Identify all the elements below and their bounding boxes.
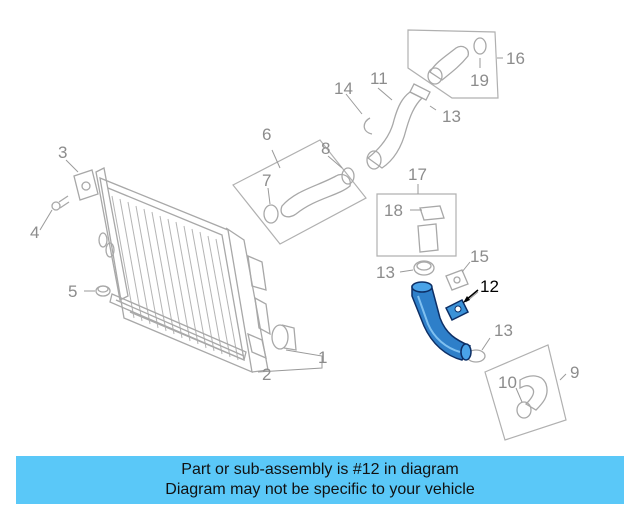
clamp-13-mid bbox=[413, 260, 435, 276]
callout-7: 7 bbox=[262, 171, 271, 190]
hose-kit-9 bbox=[484, 344, 567, 441]
callout-labels: 1 2 3 4 5 6 7 8 9 10 11 12 13 13 13 14 1… bbox=[30, 49, 579, 392]
callout-8: 8 bbox=[321, 139, 330, 158]
kit-17 bbox=[376, 193, 457, 257]
callout-10: 10 bbox=[498, 373, 517, 392]
callout-6: 6 bbox=[262, 125, 271, 144]
callout-14: 14 bbox=[334, 79, 353, 98]
hose-12-highlight bbox=[411, 281, 472, 361]
hose-kit-6 bbox=[232, 139, 367, 245]
callout-11: 11 bbox=[370, 69, 388, 88]
callout-4: 4 bbox=[30, 223, 39, 242]
callout-13-lower: 13 bbox=[494, 321, 513, 340]
callout-1: 1 bbox=[318, 348, 327, 367]
hose-kit-16 bbox=[407, 29, 499, 99]
callout-3: 3 bbox=[58, 143, 67, 162]
info-banner: Part or sub-assembly is #12 in diagram D… bbox=[16, 456, 624, 504]
callout-19: 19 bbox=[470, 71, 489, 90]
callout-17: 17 bbox=[408, 165, 427, 184]
banner-line-disclaimer: Diagram may not be specific to your vehi… bbox=[165, 481, 475, 498]
grommet-5 bbox=[95, 285, 111, 297]
sensor-15 bbox=[445, 269, 469, 291]
bracket-3 bbox=[73, 169, 99, 201]
callout-5: 5 bbox=[68, 282, 77, 301]
callout-13-upper: 13 bbox=[442, 107, 461, 126]
callout-9: 9 bbox=[570, 363, 579, 382]
hose-11 bbox=[366, 83, 431, 170]
parts-diagram: 1 2 3 4 5 6 7 8 9 10 11 12 13 13 13 14 1… bbox=[30, 29, 579, 441]
callout-16: 16 bbox=[506, 49, 525, 68]
arrow-icon bbox=[463, 289, 479, 303]
callout-13-middle: 13 bbox=[376, 263, 395, 282]
callout-2: 2 bbox=[262, 365, 271, 384]
callout-12: 12 bbox=[480, 277, 499, 296]
intercooler-core bbox=[95, 167, 297, 374]
bolt-4 bbox=[51, 195, 70, 211]
callout-15: 15 bbox=[470, 247, 489, 266]
callout-18: 18 bbox=[384, 201, 403, 220]
clip-14 bbox=[363, 117, 373, 135]
banner-line-part: Part or sub-assembly is #12 in diagram bbox=[181, 461, 459, 478]
